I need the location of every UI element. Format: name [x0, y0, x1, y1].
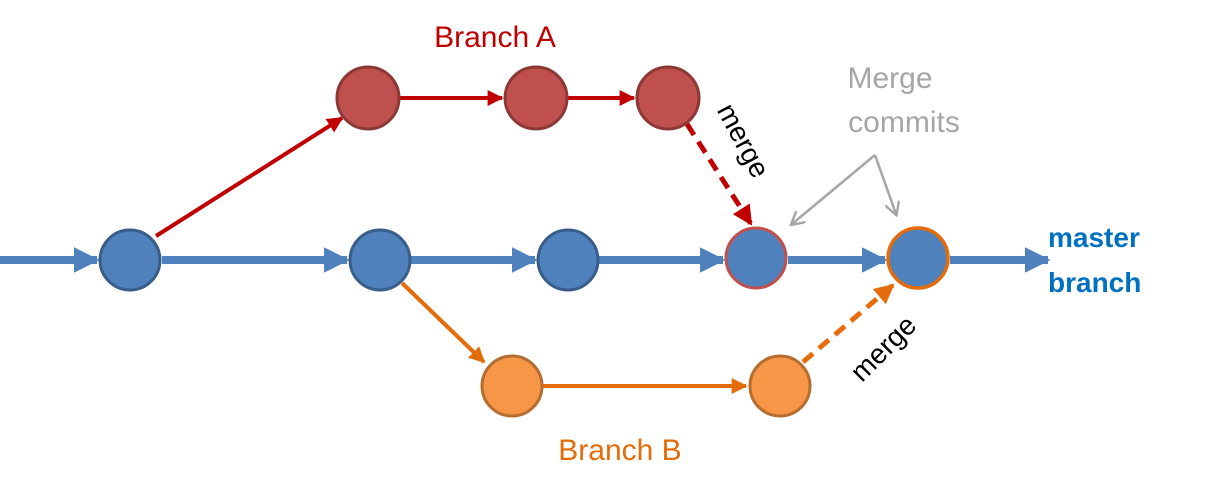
master-commit-1[interactable]	[98, 228, 162, 292]
branch-a-label: Branch A	[434, 21, 556, 54]
branch-b-commit-1[interactable]	[480, 354, 544, 418]
master-commits	[98, 226, 950, 292]
branch-b-commits	[480, 354, 812, 418]
master-commit-3[interactable]	[536, 228, 600, 292]
pointer-to-merge-commit-2	[873, 154, 896, 214]
master-branch-label-line2: branch	[1048, 267, 1141, 298]
branch-a-commit-2[interactable]	[503, 65, 569, 131]
master-commit-2[interactable]	[348, 228, 412, 292]
merge-commit-branch-b[interactable]	[886, 226, 950, 290]
merge-b-label: merge	[844, 309, 922, 387]
branch-b-label: Branch B	[558, 434, 681, 467]
branch-b-commit-2[interactable]	[748, 354, 812, 418]
branch-a-fork-edge	[154, 116, 344, 238]
branch-b-edges	[400, 281, 895, 394]
branch-a-commits	[335, 65, 701, 131]
master-branch-label-line1: master	[1048, 222, 1140, 253]
pointer-to-merge-commit-1	[792, 154, 876, 224]
merge-a-label: merge	[711, 98, 776, 183]
branch-a-commit-3[interactable]	[635, 65, 701, 131]
merge-commits-label-line2: commits	[848, 106, 960, 139]
merge-commits-pointers	[792, 154, 896, 224]
merge-commit-branch-a[interactable]	[724, 226, 788, 290]
branch-a-edges	[154, 90, 754, 238]
merge-commits-label-line1: Merge	[847, 62, 932, 95]
branch-b-fork-edge	[400, 281, 486, 364]
branch-a-commit-1[interactable]	[335, 65, 401, 131]
